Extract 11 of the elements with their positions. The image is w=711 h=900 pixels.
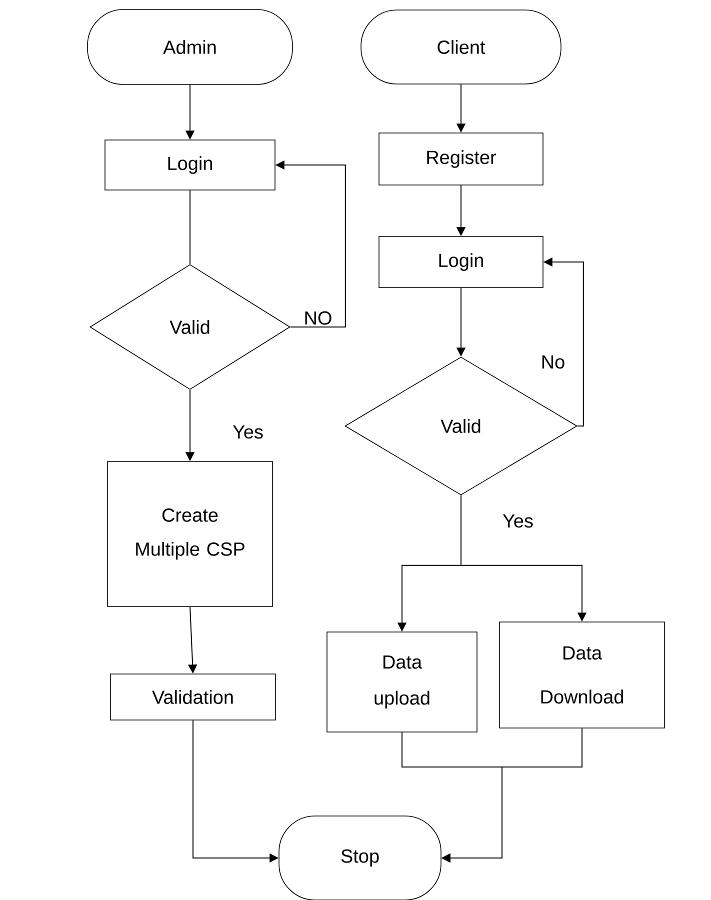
process-box: Register [378, 132, 544, 186]
process-box: Login [104, 140, 276, 190]
edge-label: Yes [232, 424, 264, 440]
process-box: Login [378, 236, 544, 288]
edge-label: No [540, 354, 566, 370]
edge-label: Yes [502, 513, 534, 529]
process-box: Data upload [326, 632, 478, 732]
process-box: Data Download [499, 622, 665, 728]
process-box: Validation [110, 674, 276, 720]
process-box: Create Multiple CSP [107, 461, 273, 607]
edge-label: NO [302, 310, 334, 326]
